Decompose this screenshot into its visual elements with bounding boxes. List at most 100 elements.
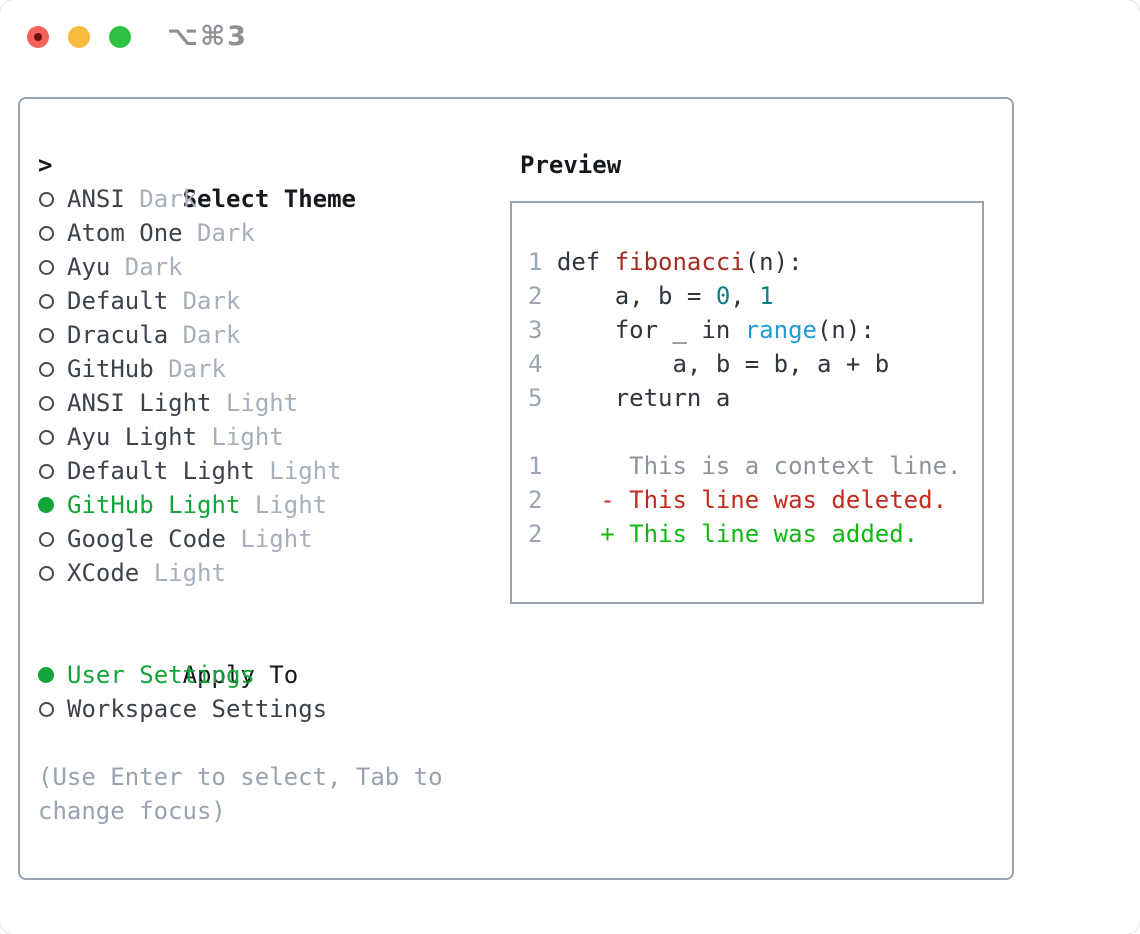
radio-unselected-icon bbox=[39, 430, 54, 445]
radio-unselected-icon bbox=[39, 192, 54, 207]
code-segment-code: for _ in bbox=[556, 316, 745, 344]
code-segment-added: + This line was added. bbox=[556, 520, 919, 548]
theme-variant: Dark bbox=[168, 287, 241, 315]
code-segment-builtin: range bbox=[744, 316, 817, 344]
theme-option-ansi-light[interactable]: ANSI Light Light bbox=[38, 386, 443, 420]
radio-unselected-icon bbox=[39, 226, 54, 241]
code-segment-code: return a bbox=[556, 384, 731, 412]
code-segment-code: (n): bbox=[744, 248, 803, 276]
theme-name: Ayu bbox=[67, 253, 111, 281]
theme-option-ayu[interactable]: Ayu Dark bbox=[38, 250, 443, 284]
theme-name: Default bbox=[67, 287, 169, 315]
code-line: 5 return a bbox=[528, 381, 961, 415]
apply-to-label: Apply To bbox=[182, 661, 299, 689]
code-line: 2 a, b = 0, 1 bbox=[528, 279, 961, 313]
theme-variant: Light bbox=[240, 491, 328, 519]
theme-name: Ayu Light bbox=[67, 423, 198, 451]
code-line: 4 a, b = b, a + b bbox=[528, 347, 961, 381]
theme-variant: Dark bbox=[182, 219, 255, 247]
apply-option-workspace-settings[interactable]: Workspace Settings bbox=[38, 692, 443, 726]
theme-variant: Dark bbox=[168, 321, 241, 349]
theme-option-github-light[interactable]: GitHub Light Light bbox=[38, 488, 443, 522]
traffic-light-zoom-button[interactable] bbox=[109, 26, 131, 48]
theme-option-default[interactable]: Default Dark bbox=[38, 284, 443, 318]
line-number: 2 bbox=[528, 520, 543, 548]
theme-option-ayu-light[interactable]: Ayu Light Light bbox=[38, 420, 443, 454]
code-segment-deleted: - This line was deleted. bbox=[556, 486, 948, 514]
theme-name: ANSI bbox=[67, 185, 125, 213]
code-segment-code: a, b = bbox=[556, 282, 716, 310]
theme-option-dracula[interactable]: Dracula Dark bbox=[38, 318, 443, 352]
code-segment-code: (n): bbox=[816, 316, 875, 344]
radio-unselected-icon bbox=[39, 464, 54, 479]
theme-option-google-code[interactable]: Google Code Light bbox=[38, 522, 443, 556]
spacer bbox=[38, 590, 443, 624]
traffic-light-close-button[interactable] bbox=[27, 26, 49, 48]
theme-variant: Dark bbox=[153, 355, 226, 383]
diff-line-context: 1 This is a context line. bbox=[528, 449, 961, 483]
theme-variant: Light bbox=[254, 457, 342, 485]
radio-unselected-icon bbox=[39, 260, 54, 275]
line-number: 1 bbox=[528, 452, 543, 480]
theme-variant: Light bbox=[225, 525, 313, 553]
preview-header: Preview bbox=[520, 151, 622, 179]
theme-option-atom-one[interactable]: Atom One Dark bbox=[38, 216, 443, 250]
theme-name: GitHub Light bbox=[67, 491, 241, 519]
radio-selected-icon bbox=[38, 667, 54, 683]
radio-selected-icon bbox=[38, 497, 54, 513]
theme-option-ansi[interactable]: ANSI Dark bbox=[38, 182, 443, 216]
line-number: 2 bbox=[528, 282, 543, 310]
close-dot-icon bbox=[34, 33, 42, 41]
select-theme-label: Select Theme bbox=[182, 185, 356, 213]
code-segment-code: , bbox=[730, 282, 760, 310]
theme-name: Atom One bbox=[67, 219, 183, 247]
apply-option-user-settings[interactable]: User Settings bbox=[38, 658, 443, 692]
theme-variant: Dark bbox=[124, 185, 198, 213]
spacer bbox=[38, 726, 443, 760]
theme-name: GitHub bbox=[67, 355, 154, 383]
diff-line-added: 2 + This line was added. bbox=[528, 517, 961, 551]
blank-line bbox=[528, 415, 961, 449]
theme-name: Dracula bbox=[67, 321, 169, 349]
line-number: 4 bbox=[528, 350, 543, 378]
code-segment-lit: 1 bbox=[759, 282, 774, 310]
code-segment-code: a, b = b, a + b bbox=[556, 350, 890, 378]
code-segment-func: fibonacci bbox=[614, 248, 745, 276]
code-segment-code: def bbox=[556, 248, 615, 276]
apply-option-label: User Settings bbox=[67, 661, 255, 689]
radio-unselected-icon bbox=[39, 396, 54, 411]
theme-name: Default Light bbox=[67, 457, 255, 485]
apply-to-header: Apply To bbox=[38, 624, 443, 689]
theme-variant: Light bbox=[197, 423, 284, 451]
window-title: ⌥⌘3 bbox=[167, 21, 248, 52]
line-number: 5 bbox=[528, 384, 543, 412]
help-text-line-2: change focus) bbox=[38, 797, 226, 825]
code-segment-context: This is a context line. bbox=[556, 452, 962, 480]
theme-variant: Dark bbox=[110, 253, 183, 281]
theme-option-default-light[interactable]: Default Light Light bbox=[38, 454, 443, 488]
radio-unselected-icon bbox=[39, 702, 54, 717]
theme-name: ANSI Light bbox=[67, 389, 212, 417]
radio-unselected-icon bbox=[39, 566, 54, 581]
theme-option-xcode[interactable]: XCode Light bbox=[38, 556, 443, 590]
radio-unselected-icon bbox=[39, 532, 54, 547]
help-text-line-1: (Use Enter to select, Tab to bbox=[38, 763, 443, 791]
theme-option-github[interactable]: GitHub Dark bbox=[38, 352, 443, 386]
select-theme-header: >Select Theme bbox=[38, 148, 443, 213]
code-segment-lit: 0 bbox=[715, 282, 731, 310]
apply-option-label: Workspace Settings bbox=[67, 695, 328, 723]
radio-unselected-icon bbox=[39, 328, 54, 343]
theme-variant: Light bbox=[139, 559, 226, 587]
code-line: 3 for _ in range(n): bbox=[528, 313, 961, 347]
diff-line-deleted: 2 - This line was deleted. bbox=[528, 483, 961, 517]
traffic-light-minimize-button[interactable] bbox=[68, 26, 90, 48]
theme-name: XCode bbox=[67, 559, 140, 587]
theme-variant: Light bbox=[211, 389, 299, 417]
radio-unselected-icon bbox=[39, 294, 54, 309]
